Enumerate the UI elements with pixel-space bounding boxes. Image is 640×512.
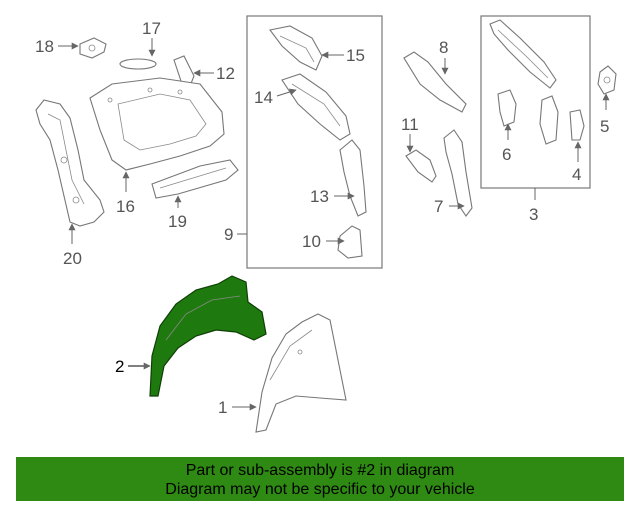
banner-line-1: Part or sub-assembly is #2 in diagram [185, 462, 455, 479]
part-19-rail[interactable] [151, 159, 239, 199]
callout-18: 18 [35, 37, 54, 56]
callout-3: 3 [529, 205, 538, 224]
part-3-sub-panel[interactable] [539, 95, 559, 145]
part-1-outer-wheelhouse[interactable] [255, 313, 347, 433]
part-10-bracket[interactable] [337, 225, 363, 259]
part-20-pillar[interactable] [35, 99, 105, 227]
part-12-bracket[interactable] [173, 55, 195, 87]
highlighted-part-2[interactable] [149, 275, 267, 397]
callout-12: 12 [216, 64, 235, 83]
part-11-bracket[interactable] [405, 149, 437, 183]
part-16-quarter-panel[interactable] [89, 77, 225, 171]
part-5-clip[interactable] [597, 65, 617, 95]
callout-6: 6 [502, 145, 511, 164]
part-6-bracket[interactable] [497, 89, 517, 127]
callout-4: 4 [572, 165, 581, 184]
callout-17: 17 [142, 19, 161, 38]
callout-11: 11 [401, 115, 419, 134]
part-15-reinforcement[interactable] [269, 25, 323, 71]
callout-8: 8 [439, 38, 448, 57]
info-banner: Part or sub-assembly is #2 in diagram Di… [16, 457, 624, 501]
part-2-inner-wheelhouse[interactable] [149, 275, 267, 397]
callout-14: 14 [254, 88, 273, 107]
banner-line-2: Diagram may not be specific to your vehi… [165, 481, 475, 498]
part-13-panel[interactable] [339, 139, 367, 217]
callout-13: 13 [310, 187, 329, 206]
callout-10: 10 [302, 232, 321, 251]
part-3-assembly[interactable] [489, 19, 557, 89]
part-14-reinforcement[interactable] [281, 73, 351, 141]
callout-20: 20 [63, 249, 82, 268]
callout-2: 2 [115, 357, 124, 376]
callout-19: 19 [168, 212, 187, 231]
parts-diagram: 18 17 12 20 16 19 15 14 13 10 9 8 11 7 6… [35, 15, 617, 433]
callout-5: 5 [600, 117, 609, 136]
part-4-bracket[interactable] [569, 109, 585, 141]
callout-15: 15 [346, 46, 365, 65]
group-box-3 [480, 15, 591, 189]
callout-16: 16 [116, 197, 135, 216]
part-18-bracket[interactable] [79, 37, 107, 59]
part-8-extension[interactable] [403, 51, 467, 113]
part-7-reinforcement[interactable] [443, 129, 473, 217]
group-box-9 [246, 15, 383, 269]
callout-7: 7 [434, 197, 443, 216]
callout-1: 1 [218, 398, 227, 417]
part-17-grommet[interactable] [119, 58, 157, 70]
callout-9: 9 [224, 225, 233, 244]
